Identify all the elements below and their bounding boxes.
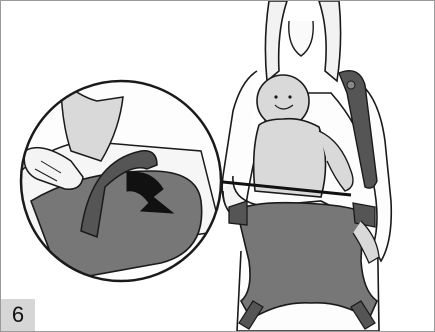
adult-neck [289,21,314,56]
step-number: 6 [12,302,24,327]
adult-hair-right [319,1,341,81]
adult-hair [265,1,287,81]
step-number-badge: 6 [1,299,35,331]
strap-buckle [347,81,355,89]
magnified-detail-circle [21,81,221,281]
